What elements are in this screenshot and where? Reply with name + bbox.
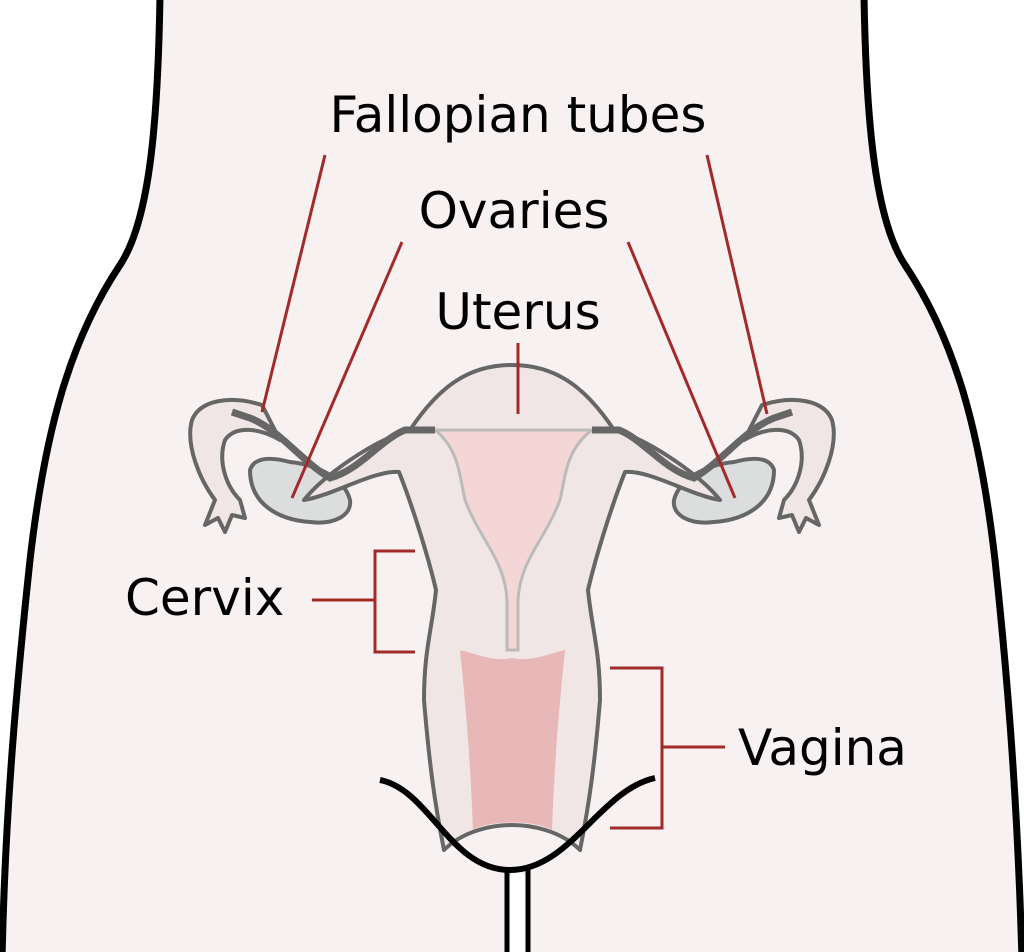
label-cervix: Cervix xyxy=(125,569,284,627)
crotch-line xyxy=(379,775,656,874)
fimbria-left xyxy=(188,398,282,534)
body-outline-left xyxy=(0,0,164,952)
uterine-cavity xyxy=(430,428,597,652)
bracket-cervix xyxy=(312,549,415,654)
fallopian-tube-right xyxy=(592,408,794,482)
label-ovaries: Ovaries xyxy=(419,182,610,240)
bracket-vagina xyxy=(610,666,725,830)
label-uterus: Uterus xyxy=(435,283,600,341)
leader-fallopian-left xyxy=(260,154,327,413)
leader-fallopian-right xyxy=(705,154,769,415)
body-outline-right xyxy=(860,0,1024,952)
fallopian-tube-left xyxy=(230,408,435,482)
vaginal-canal xyxy=(460,650,565,830)
label-vagina: Vagina xyxy=(738,719,907,777)
label-fallopian-tubes: Fallopian tubes xyxy=(330,86,707,144)
leader-ovary-right xyxy=(626,241,737,499)
leader-ovary-left xyxy=(290,241,404,499)
fimbria-right xyxy=(742,398,836,534)
